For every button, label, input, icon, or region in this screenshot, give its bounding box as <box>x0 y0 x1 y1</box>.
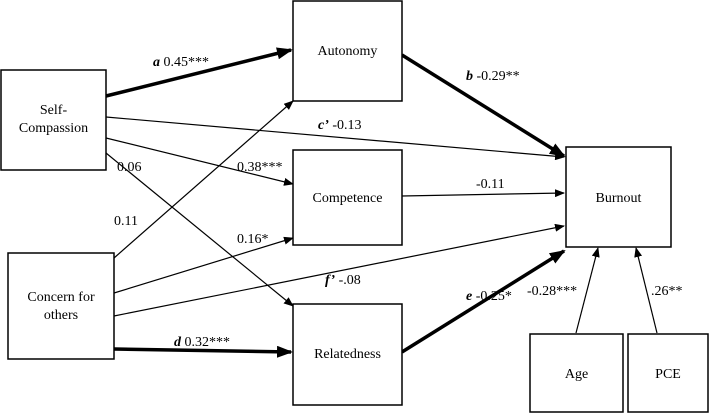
relatedness-label: Relatedness <box>314 347 381 362</box>
path-f-prime-letter: f’ <box>325 273 335 288</box>
path-c-prime-label: c’ -0.13 <box>318 118 362 133</box>
path-b-label: b -0.29** <box>466 69 520 84</box>
path-competence-burnout-label: -0.11 <box>476 177 505 192</box>
age-label: Age <box>565 367 588 382</box>
node-pce: PCE <box>627 333 709 413</box>
path-f-prime-label: f’ -.08 <box>325 273 361 288</box>
node-burnout: Burnout <box>565 146 672 248</box>
node-competence: Competence <box>292 149 403 246</box>
path-e-label: e -0.25* <box>466 289 512 304</box>
path-d-letter: d <box>174 335 182 350</box>
path-c-prime-value: -0.13 <box>332 118 361 133</box>
path-c-prime-letter: c’ <box>318 118 329 133</box>
path-age-burnout-label: -0.28*** <box>527 284 577 299</box>
pce-label: PCE <box>655 367 681 382</box>
node-age: Age <box>529 333 624 413</box>
node-concern-for-others: Concern for others <box>7 252 115 360</box>
path-concern-competence-label: 0.16* <box>237 232 269 247</box>
arrow-pce-burnout <box>634 247 658 334</box>
path-a-label: a 0.45*** <box>153 55 209 70</box>
burnout-label: Burnout <box>596 191 642 206</box>
path-b-letter: b <box>466 69 473 84</box>
arrow-competence-burnout <box>401 189 565 198</box>
autonomy-label: Autonomy <box>318 44 378 59</box>
arrow-sc-autonomy <box>105 47 293 98</box>
arrow-concern-relatedness <box>113 345 293 358</box>
path-b-value: -0.29** <box>477 69 520 84</box>
path-e-letter: e <box>466 289 472 304</box>
arrow-sc-competence <box>105 137 294 186</box>
arrow-concern-autonomy <box>113 100 294 259</box>
node-self-compassion: Self- Compassion <box>0 69 107 171</box>
path-a-value: 0.45*** <box>164 55 210 70</box>
arrow-age-burnout <box>575 247 600 334</box>
self-compassion-label-line2: Compassion <box>19 121 88 136</box>
path-pce-burnout-label: .26** <box>651 284 683 299</box>
node-relatedness: Relatedness <box>292 303 403 406</box>
arrow-concern-burnout <box>113 223 565 317</box>
self-compassion-label-line1: Self- <box>40 103 68 118</box>
path-arrows <box>105 47 658 358</box>
arrow-concern-competence <box>113 236 294 294</box>
arrow-relatedness-burnout <box>401 249 566 354</box>
arrow-sc-relatedness <box>105 152 294 307</box>
path-f-prime-value: -.08 <box>339 273 361 288</box>
path-e-value: -0.25* <box>476 289 512 304</box>
arrow-sc-burnout <box>105 116 565 161</box>
path-a-letter: a <box>153 55 160 70</box>
path-d-label: d 0.32*** <box>174 335 230 350</box>
concern-label-line2: others <box>44 308 78 323</box>
path-d-value: 0.32*** <box>185 335 231 350</box>
concern-label-line1: Concern for <box>27 290 95 305</box>
competence-label: Competence <box>313 191 383 206</box>
path-labels: a 0.45*** b -0.29** c’ -0.13 0.38*** 0.0… <box>114 55 683 350</box>
path-sc-competence-label: 0.38*** <box>237 160 283 175</box>
arrow-autonomy-burnout <box>401 53 566 158</box>
node-autonomy: Autonomy <box>292 0 403 102</box>
path-concern-autonomy-label: 0.11 <box>114 214 138 229</box>
path-sc-relatedness-label: 0.06 <box>117 160 142 175</box>
